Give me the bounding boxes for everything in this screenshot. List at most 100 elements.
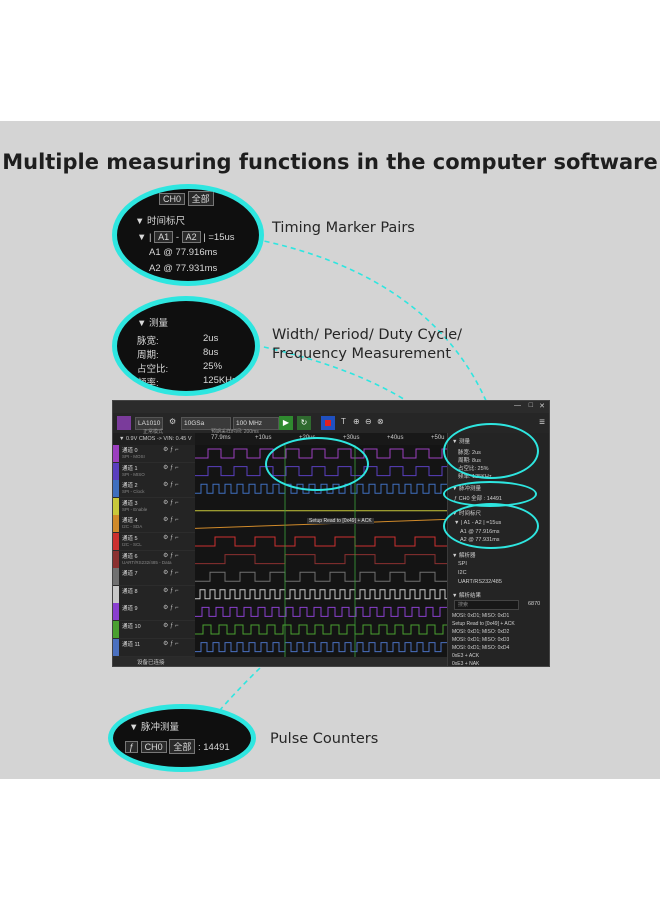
maximize-icon[interactable]: □ — [528, 402, 533, 409]
result-row[interactable]: MOSI: 0xD1; MISO: 0xD2 — [452, 629, 510, 635]
minimize-icon[interactable]: — — [514, 402, 521, 409]
channel-name: 通道 3 — [122, 500, 138, 507]
all-chip: 全部 — [187, 191, 214, 206]
channel-name: 通道 5 — [122, 536, 138, 542]
ch0-chip: CH0 — [159, 193, 186, 205]
channel-decoder-label: SPI - Clock — [122, 489, 145, 495]
channel-gear-icon[interactable]: ⚙ ƒ ⌐ — [163, 447, 179, 453]
ruler-tick-label: +10us — [255, 435, 272, 441]
results-count: 6870 — [528, 601, 541, 607]
channel-gear-icon[interactable]: ⚙ ƒ ⌐ — [163, 464, 179, 471]
channel-color-swatch — [113, 445, 119, 462]
channel-gear-icon[interactable]: ⚙ ƒ ⌐ — [163, 605, 179, 612]
channel-gear-icon[interactable]: ⚙ ƒ ⌐ — [163, 587, 179, 594]
channel-row[interactable]: 通道 11 ⚙ ƒ ⌐ — [113, 638, 195, 657]
pulse-ch-chip: CH0 — [140, 741, 167, 753]
result-row[interactable]: Setup Read to [0x49] + ACK — [452, 621, 515, 627]
channel-color-swatch — [113, 515, 119, 533]
channel-row[interactable]: 通道 7 ⚙ ƒ ⌐ — [113, 568, 195, 587]
channel-name: 通道 7 — [122, 571, 138, 578]
stop-icon[interactable] — [321, 416, 335, 430]
results-search-input[interactable]: 搜索 — [454, 600, 519, 610]
decoder-item[interactable]: I2C — [458, 570, 467, 576]
channel-name: 通道 2 — [122, 483, 138, 490]
highlight-timing — [443, 503, 539, 549]
menu-icon[interactable]: ≡ — [539, 417, 545, 428]
measure-value: 8us — [203, 347, 219, 358]
decoder-item[interactable]: UART/RS232/485 — [458, 579, 502, 585]
channel-color-swatch — [113, 550, 119, 568]
pulse-count: : 14491 — [197, 742, 230, 753]
result-row[interactable]: 0xE3 + ACK — [452, 653, 480, 659]
channel-gear-icon[interactable]: ⚙ ƒ ⌐ — [163, 623, 179, 629]
app-logo — [117, 416, 131, 430]
threshold-label: ▼ 0.9V CMOS -> VIN: 0.45 V — [119, 436, 192, 442]
result-row[interactable]: 0xE3 + NAK — [452, 661, 480, 667]
a1-chip: A1 — [154, 231, 174, 243]
timing-callout-label: Timing Marker Pairs — [272, 220, 415, 236]
channel-gear-icon[interactable]: ⚙ ƒ ⌐ — [163, 552, 179, 559]
measure-value: 125KHz — [203, 375, 237, 386]
channel-decoder-label: SPI - Enable — [122, 506, 148, 512]
samples-select[interactable]: 10GSa — [181, 417, 231, 430]
channel-waveform — [195, 571, 447, 582]
channel-decoder-label: UART/RS232/485 - Data — [122, 559, 172, 565]
status-text: 设备已连接 — [137, 660, 165, 666]
pair-prefix: ▼ | — [137, 232, 152, 243]
channel-decoder-label: I2C - SDA — [122, 524, 143, 530]
result-row[interactable]: MOSI: 0xD1; MISO: 0xD4 — [452, 645, 510, 651]
decoder-annotation: Setup Read to [0x49] + ACK — [307, 518, 374, 524]
decoder-item[interactable]: SPI — [458, 561, 467, 567]
channel-gear-icon[interactable]: ⚙ ƒ ⌐ — [163, 482, 179, 489]
result-row[interactable]: MOSI: 0xD1; MISO: 0xD3 — [452, 637, 510, 643]
channel-name: 通道 6 — [122, 553, 138, 560]
channel-decoder-label: SPI - MISO — [122, 471, 145, 477]
a2-position: A2 @ 77.931ms — [149, 263, 218, 274]
toolbar: LA1010 ⚙ 10GSa 100 MHz ▶ ↻ T ⊕ ⊖ ⊗ 正常模式 … — [113, 413, 549, 435]
side-decoder-title[interactable]: ▼ 解析器 — [452, 553, 476, 559]
channel-color-swatch — [113, 603, 119, 621]
result-row[interactable]: MOSI: 0xD1; MISO: 0xD1 — [452, 613, 510, 619]
channel-gear-icon[interactable]: ⚙ ƒ ⌐ — [163, 640, 179, 647]
channel-color-swatch — [113, 638, 119, 656]
highlight-measure — [443, 423, 539, 479]
channel-row[interactable]: 通道 10⚙ ƒ ⌐ — [113, 621, 195, 639]
headline: Multiple measuring functions in the comp… — [2, 150, 658, 174]
channel-gear-icon[interactable]: ⚙ ƒ ⌐ — [163, 570, 179, 577]
channel-color-swatch — [113, 568, 119, 586]
close-icon[interactable]: ✕ — [539, 403, 545, 410]
repeat-icon[interactable]: ↻ — [297, 416, 311, 430]
side-results-title[interactable]: ▼ 解析结果 — [452, 593, 481, 599]
zoom-pulse-counter: ▼ 脉冲测量 ƒ CH0 全部 : 14491 — [108, 704, 256, 772]
device-select[interactable]: LA1010 — [135, 417, 164, 430]
channel-row[interactable]: 通道 9⚙ ƒ ⌐ — [113, 603, 195, 622]
ruler-tick-label: +50u — [431, 435, 445, 441]
channel-color-swatch — [113, 497, 119, 515]
gear-icon[interactable]: ⚙ — [169, 417, 177, 426]
channel-waveform — [195, 554, 447, 565]
zoom-out-icon[interactable]: ⊖ — [365, 417, 372, 426]
channel-gear-icon[interactable]: ⚙ ƒ ⌐ — [163, 535, 179, 541]
channel-gear-icon[interactable]: ⚙ ƒ ⌐ — [163, 517, 179, 524]
channel-row[interactable]: 通道 8⚙ ƒ ⌐ — [113, 585, 195, 604]
zoom-fit-icon[interactable]: ⊗ — [377, 417, 384, 426]
text-tool-icon[interactable]: T — [341, 417, 346, 426]
channel-gear-icon[interactable]: ⚙ ƒ ⌐ — [163, 499, 179, 506]
pulse-all-chip: 全部 — [169, 739, 196, 754]
mode-label: 正常模式 — [143, 429, 164, 435]
play-icon[interactable]: ▶ — [279, 416, 293, 430]
ruler-tick-label: 77.9ms — [211, 435, 231, 441]
zoom-in-icon[interactable]: ⊕ — [353, 417, 360, 426]
rate-select[interactable]: 100 MHz — [233, 417, 279, 430]
channel-color-swatch — [113, 585, 119, 603]
width-callout-line2: Frequency Measurement — [272, 346, 452, 362]
channel-name: 通道 11 — [122, 641, 141, 648]
